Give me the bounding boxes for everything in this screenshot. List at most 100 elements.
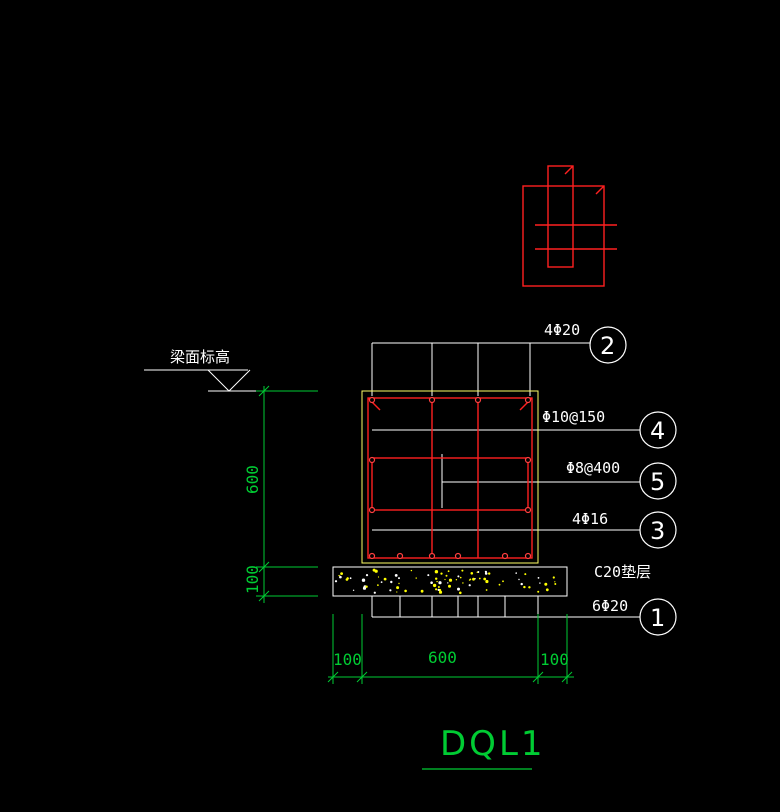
aggregate-speck — [444, 578, 446, 581]
aggregate-speck — [415, 577, 417, 579]
aggregate-speck — [339, 575, 342, 579]
dim-cushion: 100 — [243, 565, 262, 594]
aggregate-speck — [377, 576, 380, 578]
aggregate-speck — [398, 577, 400, 580]
aggregate-speck — [340, 572, 343, 575]
aggregate-speck — [435, 588, 438, 591]
aggregate-speck — [459, 591, 462, 595]
aggregate-speck — [380, 581, 383, 583]
callout-circle-2 — [589, 326, 627, 364]
aggregate-speck — [545, 588, 549, 592]
outer-stirrup — [367, 397, 533, 559]
aggregate-speck — [448, 584, 451, 588]
beam-outline — [371, 342, 640, 618]
aggregate-speck — [537, 577, 540, 579]
aggregate-speck — [436, 580, 438, 583]
aggregate-speck — [410, 569, 413, 572]
aggregate-speck — [462, 582, 464, 584]
aggregate-speck — [484, 572, 488, 575]
aggregate-speck — [537, 590, 540, 593]
aggregate-speck — [373, 591, 376, 594]
inner-stirrup — [371, 457, 529, 511]
aggregate-speck — [404, 589, 407, 593]
rebar-cage — [367, 397, 533, 559]
aggregate-speck — [346, 577, 349, 580]
aggregate-speck — [539, 582, 541, 584]
callout-circle-5 — [639, 462, 677, 500]
aggregate-speck — [398, 582, 400, 585]
callout-circle-4 — [639, 411, 677, 449]
beam-concrete-outline — [361, 390, 539, 564]
rebar-dots — [368, 396, 532, 560]
label-top-bars: 4Φ20 — [544, 321, 580, 339]
aggregate-speck — [445, 574, 448, 577]
label-bottom-bars: 6Φ20 — [592, 597, 628, 615]
aggregate-speck — [437, 588, 440, 592]
callout-circle-1 — [639, 598, 677, 636]
aggregate-speck — [430, 581, 433, 584]
detail-inner-stirrup — [547, 165, 574, 268]
drawing-title: DQL1 — [440, 724, 546, 764]
aggregate-speck — [365, 585, 368, 588]
label-cushion: C20垫层 — [594, 563, 651, 581]
aggregate-speck — [334, 580, 338, 583]
aggregate-speck — [390, 580, 393, 584]
aggregate-speck — [438, 581, 442, 585]
aggregate-speck — [365, 574, 369, 577]
aggregate-speck — [440, 572, 443, 575]
aggregate-speck — [438, 590, 443, 594]
aggregate-speck — [554, 581, 556, 583]
aggregate-speck — [472, 577, 475, 581]
aggregate-speck — [389, 589, 392, 592]
callout-number-1: 1 — [650, 604, 665, 632]
aggregate-speck — [352, 589, 355, 591]
aggregate-speck — [470, 572, 474, 575]
aggregate-speck — [447, 582, 449, 584]
label-stirrup: Φ10@150 — [542, 408, 605, 426]
aggregate-speck — [528, 586, 531, 589]
dim-height: 600 — [243, 465, 262, 494]
aggregate-speck — [420, 589, 424, 593]
aggregate-speck — [459, 576, 462, 579]
aggregate-speck — [338, 574, 340, 577]
callout-number-4: 4 — [650, 417, 665, 445]
aggregate-speck — [383, 577, 387, 581]
aggregate-speck — [396, 586, 400, 590]
aggregate-speck — [372, 568, 376, 572]
label-side-bars: 4Φ16 — [572, 510, 608, 528]
aggregate-speck — [377, 584, 379, 586]
aggregate-speck — [447, 570, 450, 573]
callout-circle-3 — [639, 511, 677, 549]
aggregate-speck — [461, 569, 464, 572]
dim-width: 600 — [428, 648, 457, 667]
dimension-lines — [256, 385, 574, 684]
aggregate-speck — [474, 578, 476, 580]
aggregate-speck — [523, 585, 526, 589]
aggregate-speck — [478, 577, 481, 580]
aggregate-speck — [485, 589, 488, 591]
aggregate-speck — [518, 578, 520, 581]
aggregate-speck — [432, 583, 437, 588]
aggregate-speck — [544, 582, 548, 586]
callout-number-3: 3 — [650, 517, 665, 545]
aggregate-speck — [483, 577, 487, 581]
aggregate-speck — [485, 579, 489, 584]
cushion-aggregate — [334, 568, 557, 595]
aggregate-speck — [468, 579, 471, 581]
aggregate-speck — [361, 578, 366, 582]
aggregate-speck — [455, 579, 458, 581]
detail-hook-2 — [564, 165, 574, 175]
dim-left-offset: 100 — [333, 650, 362, 669]
aggregate-speck — [520, 582, 523, 586]
aggregate-speck — [349, 577, 352, 580]
aggregate-speck — [468, 584, 471, 587]
dim-right-offset: 100 — [540, 650, 569, 669]
stirrup-detail — [522, 165, 617, 287]
aggregate-speck — [448, 578, 453, 582]
aggregate-speck — [394, 574, 398, 577]
callout-number-5: 5 — [650, 468, 665, 496]
aggregate-speck — [498, 583, 501, 586]
elevation-marker — [144, 369, 318, 392]
detail-hook — [595, 185, 605, 195]
label-tie-bar: Φ8@400 — [566, 459, 620, 477]
